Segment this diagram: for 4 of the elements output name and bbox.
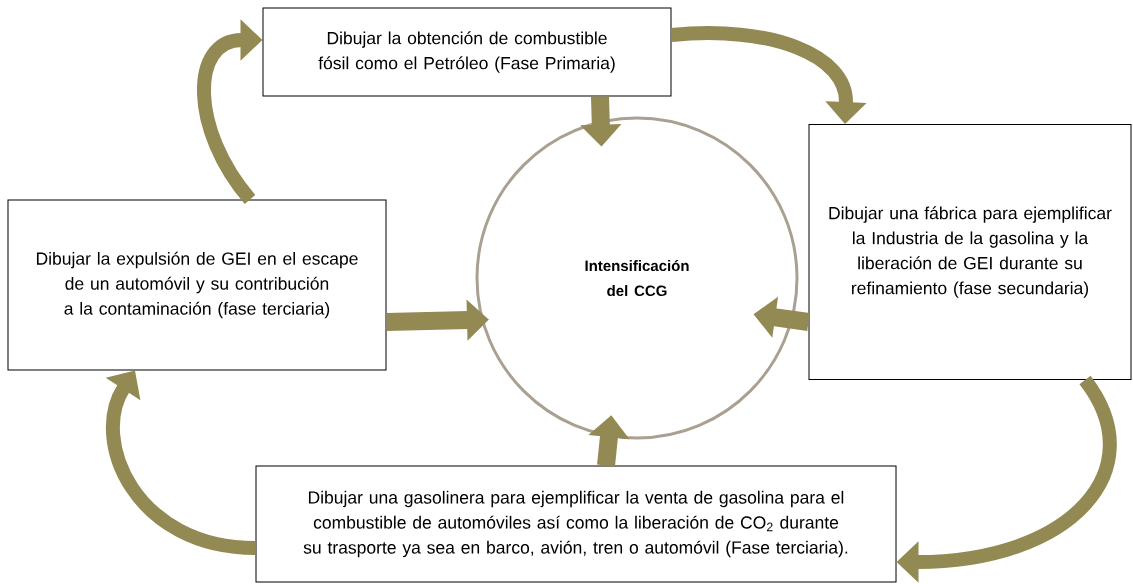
step-box: Dibujar la obtención de combustible fósil como el Petróleo (Fase Primaria) <box>262 7 672 97</box>
step-box: Dibujar una gasolinera para ejemplificar la venta de gasolina para el combustible de automóviles así como la liberación de CO$_{2}$ durante su trasporte ya sea en barco, avión, tren o automóvil (Fase terciaria). <box>255 465 897 583</box>
step-box: Dibujar una fábrica para ejemplificar la Industria de la gasolina y la liberación de GEI durante su refinamiento (fase secundaria) <box>808 124 1132 380</box>
step-box: Dibujar la expulsión de GEI en el escape de un automóvil y su contribución a la contaminación (fase terciaria) <box>7 199 387 371</box>
